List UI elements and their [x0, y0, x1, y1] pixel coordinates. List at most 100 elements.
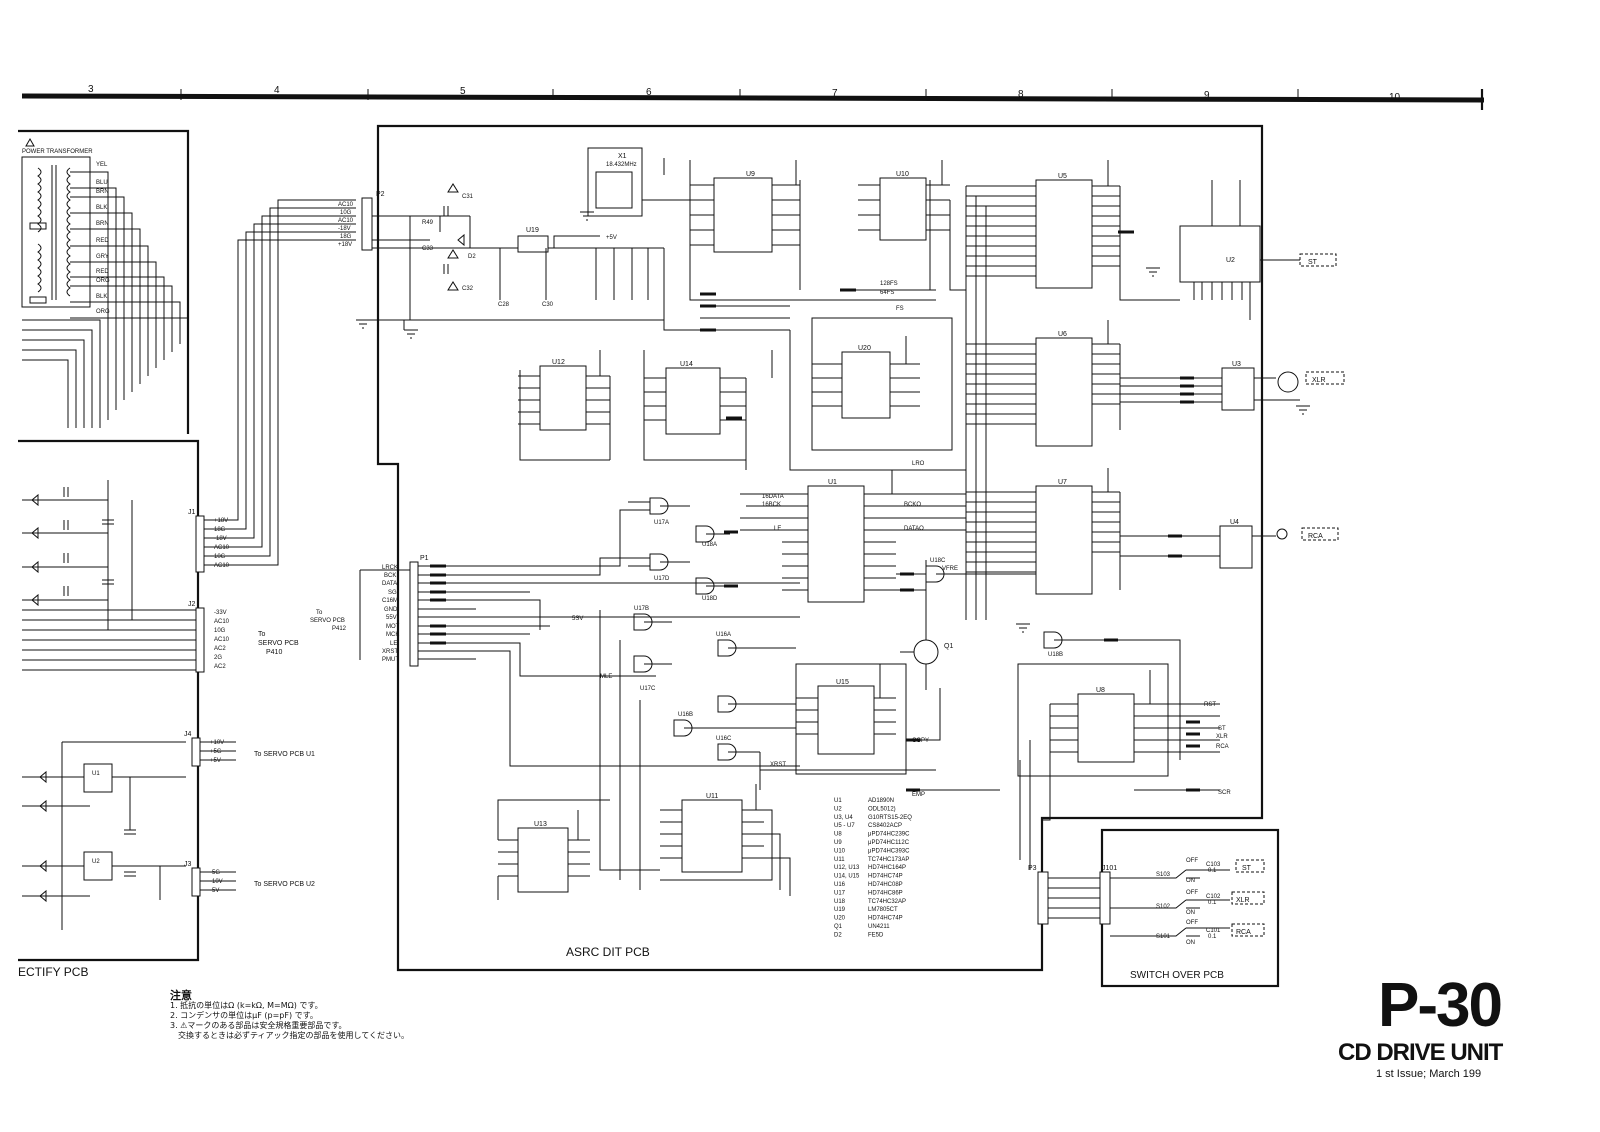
- target-label: To: [258, 631, 266, 638]
- connector-p3: P3: [1028, 865, 1100, 925]
- pin-label: AC10: [214, 545, 230, 551]
- connector-label: J3: [184, 861, 192, 868]
- switch-s103: S103 OFF ON C103 0.1 ST: [1110, 858, 1265, 884]
- parts-name: TC74HC173AP: [868, 857, 909, 863]
- chip-label: U14: [680, 361, 693, 368]
- connector-p2: P2 AC10 10G AC10 -18V 18G +18V: [338, 191, 510, 320]
- pin-label: +5G: [210, 749, 222, 755]
- chip-u15: U15: [795, 663, 907, 775]
- asrc-dit-pcb: ASRC DIT PCB: [376, 124, 1264, 972]
- pin-label: XRST: [382, 649, 398, 655]
- parts-ref: U14, U15: [834, 874, 860, 880]
- parts-name: LM7805CT: [868, 907, 898, 913]
- pin-label: 55V: [386, 615, 397, 621]
- pin-label: AC10: [214, 563, 230, 569]
- signal-label: LRO: [912, 461, 925, 467]
- pin-label: -18V: [338, 226, 351, 232]
- chip-label: U13: [534, 821, 547, 828]
- wire-label: YEL: [96, 162, 108, 168]
- parts-name: G10RTS15-2EQ: [868, 815, 912, 821]
- chip-u6: U6: [966, 320, 1120, 447]
- chip-label: U2: [1226, 257, 1235, 264]
- signal-label: FS: [896, 306, 904, 312]
- svg-text:U18B: U18B: [1048, 652, 1063, 658]
- chip-label: Q1: [944, 643, 953, 650]
- ground-symbols: [356, 211, 1310, 633]
- model-title: P-30: [1378, 971, 1503, 1040]
- pin-label: 2G: [214, 655, 222, 661]
- wire-label: RED: [96, 238, 109, 244]
- connector-label: P1: [420, 555, 429, 562]
- signal-label: BCKO: [904, 502, 921, 508]
- output-label: ST: [1308, 259, 1318, 266]
- target-label: P410: [266, 649, 282, 656]
- pin-label: +18V: [214, 518, 228, 524]
- parts-ref: U2: [834, 806, 842, 812]
- switch-cap: C102: [1206, 894, 1221, 900]
- switch-cap-val: 0.1: [1208, 934, 1217, 940]
- interconnect-wiring: [497, 160, 1220, 900]
- transformer-wires: YEL BLU BRN BLK BRN RED GRY RED ORG BLK …: [22, 162, 188, 428]
- pin-label: +18V: [338, 242, 352, 248]
- switch-ref: S103: [1156, 872, 1171, 878]
- signal-label: 64FS: [880, 290, 894, 296]
- chip-u9: U9: [690, 160, 800, 253]
- parts-ref: U1: [834, 798, 842, 804]
- parts-name: FE5D: [868, 932, 884, 938]
- rectifier-components: [22, 480, 133, 630]
- pin-label: -33V: [214, 610, 227, 616]
- chip-u14: U14: [644, 350, 773, 435]
- pin-label: 10G: [340, 210, 352, 216]
- chip-label: U11: [706, 793, 718, 800]
- output-label: RCA: [1308, 533, 1323, 540]
- connector-j2: J2 -33V AC10 10G AC10 AC2 2G AC2 To SERV…: [22, 601, 299, 673]
- grid-col-10: 10: [1389, 92, 1401, 103]
- note-line: 3. ⚠マークのある部品は安全規格重要部品です。: [170, 1021, 347, 1030]
- pin-label: 10G: [214, 554, 226, 560]
- parts-ref: U17: [834, 890, 846, 896]
- svg-text:C32: C32: [462, 286, 474, 292]
- chip-label: U15: [836, 679, 849, 686]
- chip-label: U12: [552, 359, 565, 366]
- svg-text:U16C: U16C: [716, 736, 732, 742]
- crystal-freq: 18.432MHz: [606, 162, 637, 168]
- signal-labels: LRO BCKO DATAO VFRE MLE XRST COPY EMP SC…: [572, 281, 1231, 798]
- pin-label: MOT: [386, 624, 400, 630]
- pin-label: AC2: [214, 646, 226, 652]
- grid-col-9: 9: [1204, 90, 1210, 101]
- pin-label: PMUT: [382, 657, 399, 663]
- chip-label: U4: [1230, 519, 1239, 526]
- chip-label: U19: [526, 227, 539, 234]
- parts-ref: Q1: [834, 924, 843, 930]
- parts-name: HD74HC74P: [868, 916, 903, 922]
- pin-label: -10V: [210, 879, 223, 885]
- parts-ref: U10: [834, 848, 846, 854]
- target-label: To SERVO PCB U1: [254, 751, 315, 758]
- target-label: To SERVO PCB U2: [254, 881, 315, 888]
- svg-text:U17B: U17B: [634, 606, 649, 612]
- signal-label: 16DATA: [762, 494, 784, 500]
- switch-off: OFF: [1186, 920, 1198, 926]
- transistor-q1: Q1: [900, 616, 953, 690]
- pin-label: -5V: [210, 888, 219, 894]
- wire-label: BRN: [96, 189, 109, 195]
- pin-label: AC10: [214, 619, 230, 625]
- pin-label: 18G: [340, 234, 352, 240]
- pin-label: MCK: [386, 632, 399, 638]
- connector-label: J1: [188, 509, 196, 516]
- chip-label: U6: [1058, 331, 1067, 338]
- connector-label: P3: [1028, 865, 1037, 872]
- parts-ref: U3, U4: [834, 815, 853, 821]
- parts-name: μPD74HC393C: [868, 848, 910, 854]
- signal-label: EMP: [912, 792, 925, 798]
- power-supply-section: C31 D2 C32 R49 C33 U19 +5V C28 C30: [360, 183, 665, 330]
- chip-u13: U13: [498, 810, 590, 893]
- pin-label: +10V: [210, 740, 224, 746]
- parts-ref: U18: [834, 899, 846, 905]
- parts-name: UN4211: [868, 924, 890, 930]
- chip-u2: U2 ST: [1179, 180, 1337, 320]
- wire-label: BLK: [96, 205, 107, 211]
- wire-label: BRN: [96, 221, 109, 227]
- chip-label: U2: [92, 859, 100, 865]
